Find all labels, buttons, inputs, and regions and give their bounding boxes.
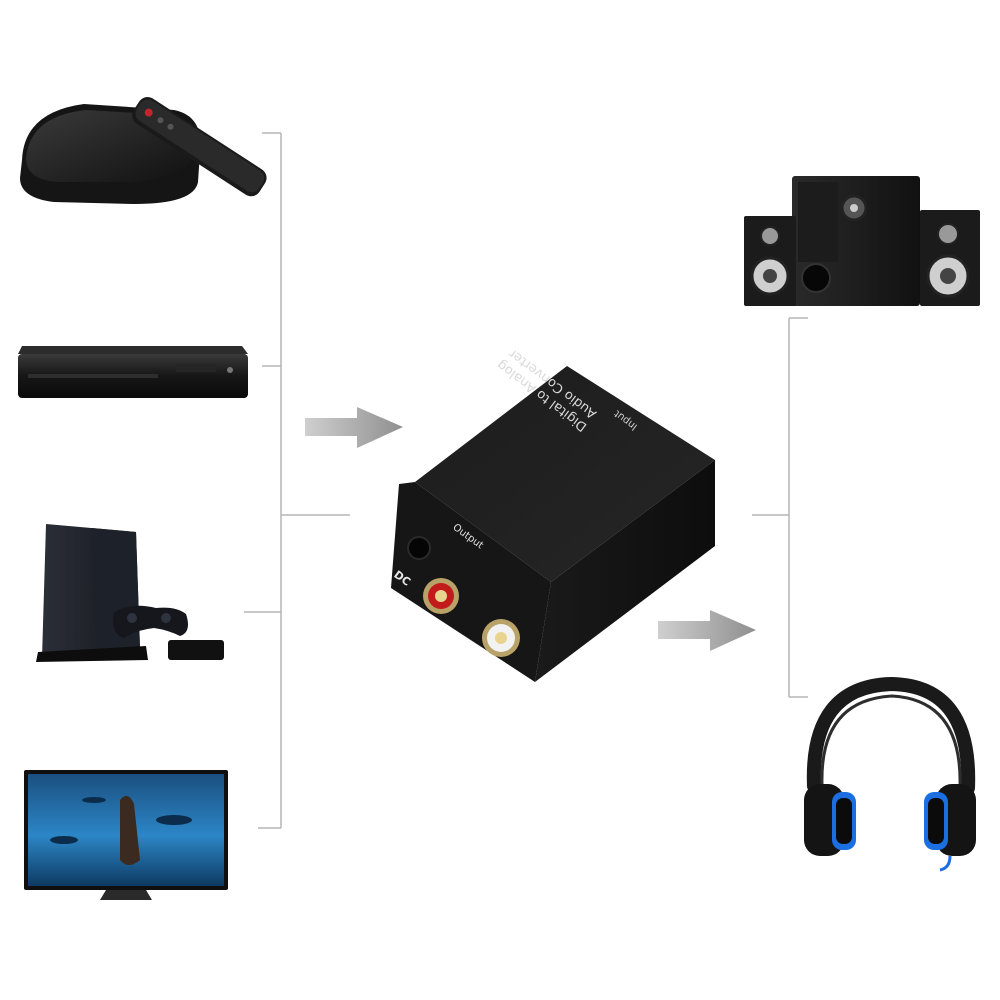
converter-body xyxy=(391,366,715,682)
tv-box-with-remote-icon xyxy=(20,97,267,204)
audio-converter-device: Digital to Analog Audio Converter Input … xyxy=(385,346,725,690)
television-icon xyxy=(24,770,228,900)
dvd-player-icon xyxy=(18,346,248,398)
speakers-icon xyxy=(744,176,980,306)
output-arrow-icon xyxy=(658,610,756,651)
game-console-icon xyxy=(36,524,224,662)
input-arrow-icon xyxy=(305,407,403,448)
headphones-icon xyxy=(804,676,976,872)
